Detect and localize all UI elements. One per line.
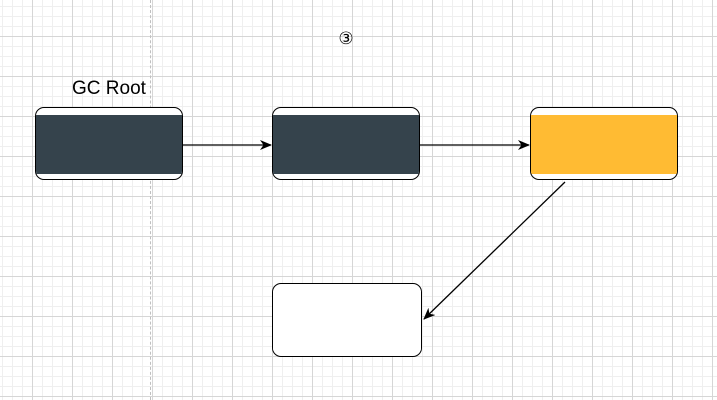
current-node[interactable] xyxy=(530,107,678,180)
unvisited-node[interactable] xyxy=(272,283,422,357)
gc-root-node[interactable] xyxy=(35,107,183,180)
referenced-node-fill xyxy=(273,115,419,174)
page-break-line xyxy=(150,0,151,400)
referenced-node[interactable] xyxy=(272,107,420,180)
gc-root-node-fill xyxy=(36,115,182,174)
unvisited-node-fill xyxy=(273,291,421,351)
step-marker: ③ xyxy=(338,29,354,49)
gc-root-label: GC Root xyxy=(72,78,146,99)
current-node-fill xyxy=(531,115,677,174)
edge-target-to-empty xyxy=(423,181,566,320)
